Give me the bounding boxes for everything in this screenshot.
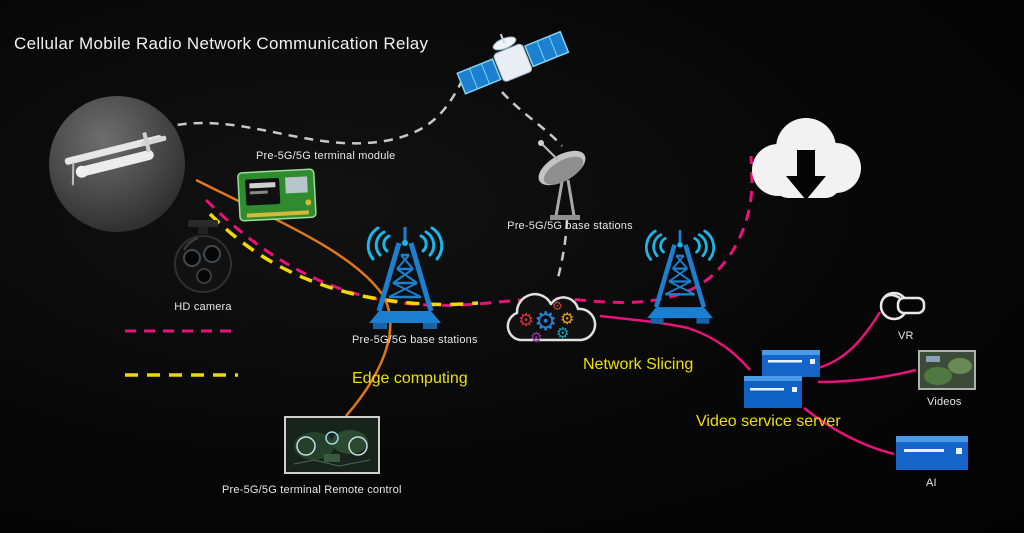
terminal-module-label: Pre-5G/5G terminal module [256, 150, 396, 162]
drone-photo [49, 96, 185, 232]
edge-computing-text: Edge computing [352, 370, 468, 387]
remote-control-icon [284, 416, 380, 474]
vr-label: VR [898, 330, 914, 342]
link-camera-towers-clouddownload [204, 155, 754, 307]
link-server-ai [803, 407, 895, 456]
hd-camera-icon [174, 220, 232, 293]
cloud-download-icon [752, 118, 861, 200]
dish-base-stations-label: Pre-5G/5G base stations [507, 220, 633, 232]
link-server-vr [817, 311, 882, 370]
cloud-gears-icon: ⚙ ⚙ ⚙ ⚙ ⚙ ⚙ [506, 293, 597, 345]
base-station-tower-right-icon [644, 229, 716, 324]
svg-text:⚙: ⚙ [518, 310, 534, 330]
ai-label: AI [926, 477, 937, 489]
link-cloud-videoserver [599, 314, 751, 371]
satellite-icon [456, 30, 570, 95]
link-satellite-dish [501, 91, 563, 147]
link-dish-cloud [555, 219, 569, 283]
page-title: Cellular Mobile Radio Network Communicat… [14, 34, 429, 53]
svg-text:⚙: ⚙ [560, 311, 574, 328]
videos-thumbnail-icon [918, 350, 976, 390]
svg-text:⚙: ⚙ [552, 299, 563, 313]
link-server-videos [817, 368, 917, 384]
link-camera-edgecloud [208, 212, 479, 307]
ai-server-icon [896, 436, 968, 470]
link-drone-satellite [161, 69, 470, 145]
terminal-module-pcb-icon [237, 168, 317, 222]
svg-text:⚙: ⚙ [556, 325, 569, 342]
network-slicing-text: Network Slicing [583, 356, 694, 373]
drone-icon [64, 132, 167, 186]
videos-label: Videos [927, 396, 962, 408]
svg-text:⚙: ⚙ [534, 306, 557, 336]
hd-camera-label: HD camera [174, 301, 232, 313]
svg-text:⚙: ⚙ [530, 329, 543, 345]
satellite-dish-icon [538, 140, 586, 220]
video-server-icon [744, 350, 820, 408]
base-station-tower-left-icon [366, 226, 444, 329]
video-service-server-text: Video service server [696, 413, 841, 430]
tower-base-stations-label: Pre-5G/5G base stations [352, 334, 478, 346]
remote-control-label: Pre-5G/5G terminal Remote control [222, 484, 402, 496]
vr-headset-icon [879, 291, 926, 321]
